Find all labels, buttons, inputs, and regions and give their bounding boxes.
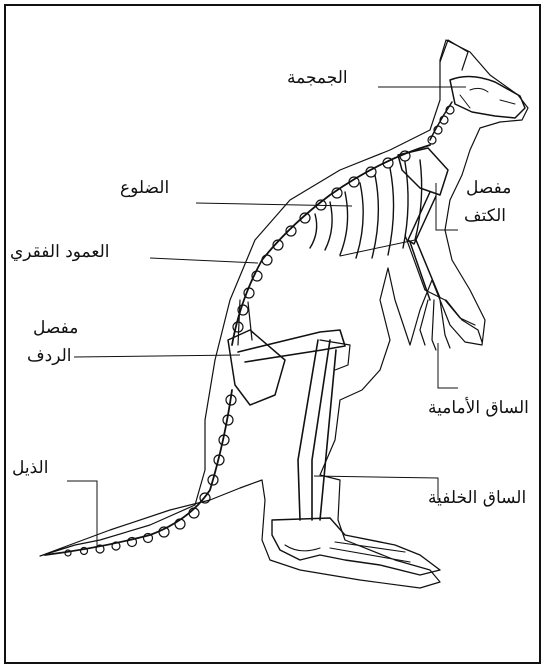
foreleg-upper	[408, 192, 436, 244]
leader-ribs	[196, 203, 352, 206]
leader-spine	[150, 258, 258, 263]
label-hip-joint-2: الردف	[27, 348, 71, 365]
label-shoulder-joint-1: مفصل	[466, 180, 511, 197]
label-skull: الجمجمة	[287, 70, 348, 87]
label-shoulder-joint-2: الكتف	[464, 208, 506, 225]
label-foreleg: الساق الأمامية	[428, 400, 529, 417]
scapula-bone	[398, 148, 448, 195]
label-tail: الذيل	[12, 460, 48, 477]
label-hind-leg: الساق الخلفية	[428, 490, 526, 507]
hind-foot	[272, 518, 440, 575]
pelvis-bone	[228, 330, 285, 405]
leader-hindleg	[314, 476, 438, 500]
leader-hip	[74, 355, 240, 357]
spine-vertebrae	[233, 151, 410, 332]
rib-cage	[310, 160, 422, 258]
leader-foreleg	[438, 343, 458, 388]
tibia-bone	[298, 340, 336, 520]
label-ribs: الضلوع	[120, 180, 169, 197]
tail-vertebrae	[65, 395, 236, 556]
label-hip-joint-1: مفصل	[33, 320, 78, 337]
foreleg-lower	[410, 240, 440, 300]
label-spine: العمود الفقري	[10, 244, 109, 261]
